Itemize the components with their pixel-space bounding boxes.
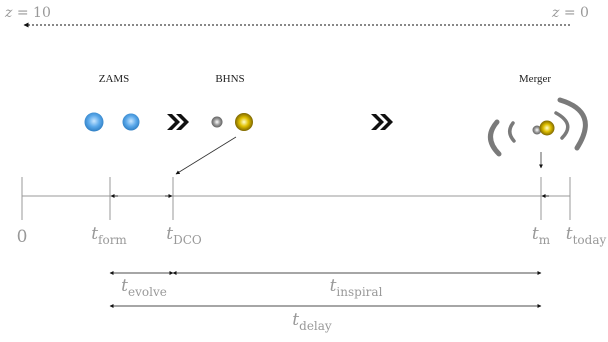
chevron-double-right-icon — [371, 114, 393, 130]
chevron-double-right-icon — [167, 114, 189, 130]
merger-black-hole — [539, 120, 555, 136]
stage-label-merger: Merger — [518, 73, 552, 85]
stage-label-zams: ZAMS — [98, 73, 130, 85]
neutron-star — [211, 116, 223, 128]
tick-label-t-m: tm — [531, 224, 551, 247]
redshift-right-label: z = 0 — [552, 5, 589, 21]
zams-star-1 — [84, 112, 104, 132]
stage-label-bhns: BHNS — [215, 73, 245, 85]
tick-label-t-dco: tDCO — [166, 224, 202, 247]
gravitational-wave-icon — [488, 97, 588, 157]
black-hole — [235, 113, 253, 131]
redshift-left-label: z = 10 — [5, 5, 51, 21]
bhns-pointer-arrow — [175, 136, 237, 175]
merger-neutron-star — [532, 125, 542, 135]
interval-label-evolve: tevolve — [121, 276, 167, 299]
tick-label-zero: 0 — [16, 227, 28, 247]
tick-label-t-form: tform — [91, 224, 127, 247]
interval-label-delay: tdelay — [292, 310, 332, 333]
interval-label-inspiral: tinspiral — [329, 276, 383, 299]
tick-label-t-today: ttoday — [565, 224, 607, 247]
zams-star-2 — [122, 113, 140, 131]
